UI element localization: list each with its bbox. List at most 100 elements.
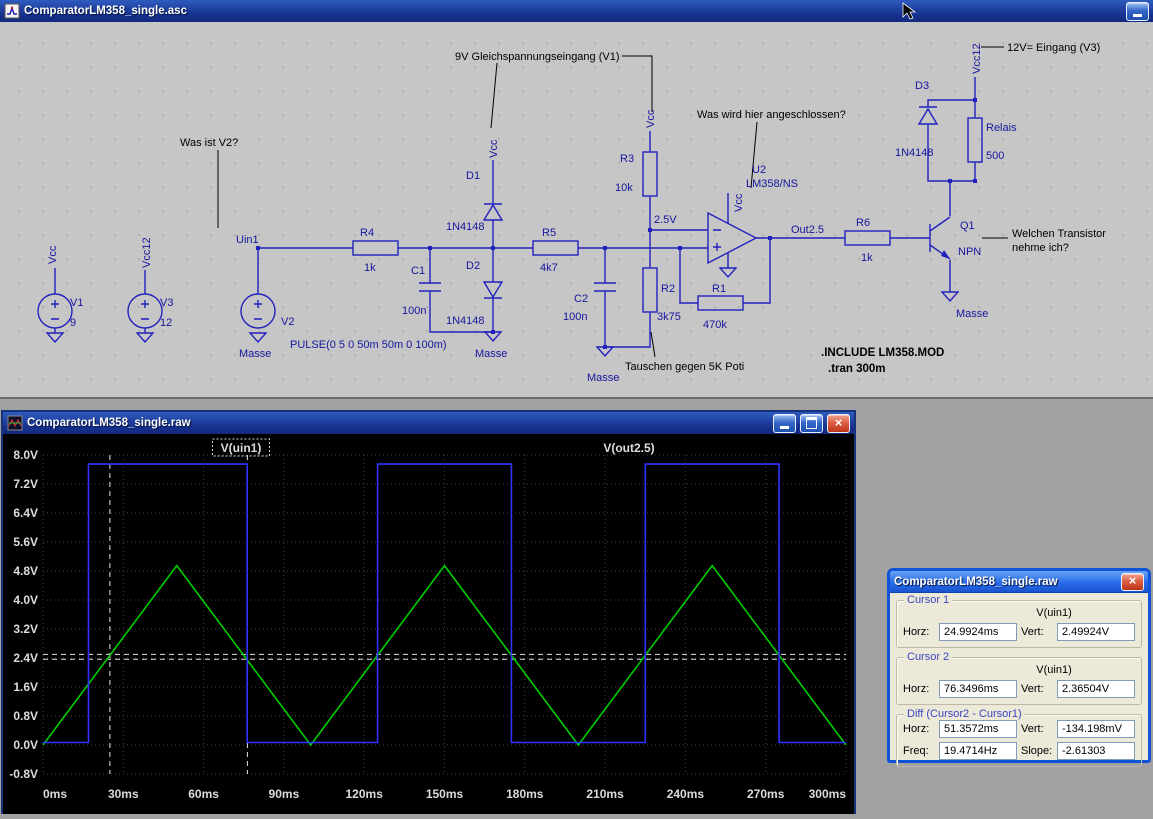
schematic-window: ComparatorLM358_single.asc (0, 0, 1153, 399)
cursor-group: Cursor 1V(uin1)Horz:24.9924msVert:2.4992… (896, 600, 1142, 648)
dialog-title: ComparatorLM358_single.raw (894, 576, 1117, 588)
resistor-r2[interactable] (643, 268, 657, 312)
schematic-label: R1 (712, 283, 726, 295)
field-label: Horz: (903, 723, 935, 735)
resistor-r4[interactable] (353, 241, 398, 255)
resistor-r1[interactable] (698, 296, 743, 310)
maximize-icon (806, 417, 817, 429)
field-label: Vert: (1021, 723, 1053, 735)
x-tick-label: 0ms (43, 787, 67, 801)
schematic-label: PULSE(0 5 0 50m 50m 0 100m) (290, 339, 447, 351)
transistor-q1[interactable] (930, 217, 950, 259)
waveform-plot-area[interactable]: 0ms30ms60ms90ms120ms150ms180ms210ms240ms… (3, 434, 854, 814)
x-tick-label: 60ms (188, 787, 219, 801)
schematic-label: U2 (752, 164, 766, 176)
schematic-label: R6 (856, 217, 870, 229)
schematic-label: Masse (239, 348, 271, 360)
field-label: Vert: (1021, 683, 1053, 695)
y-tick-label: 2.4V (13, 651, 38, 665)
y-tick-label: 1.6V (13, 680, 38, 694)
cursor-dialog-titlebar[interactable]: ComparatorLM358_single.raw × (890, 571, 1148, 593)
minimize-button[interactable] (773, 414, 796, 433)
schematic-label: Uin1 (236, 234, 259, 246)
resistor-r3[interactable] (643, 152, 657, 196)
schematic-label: 1N4148 (446, 221, 485, 233)
field-value[interactable]: -134.198mV (1057, 720, 1135, 738)
y-tick-label: 4.0V (13, 593, 38, 607)
minimize-button[interactable] (1126, 2, 1149, 21)
y-tick-label: 8.0V (13, 448, 38, 462)
y-tick-label: 6.4V (13, 506, 38, 520)
waveform-titlebar[interactable]: ComparatorLM358_single.raw × (3, 412, 854, 435)
legend-entry[interactable]: V(out2.5) (603, 441, 654, 455)
y-tick-label: 7.2V (13, 477, 38, 491)
schematic-label: V2 (281, 316, 294, 328)
close-icon: × (1129, 574, 1137, 587)
schematic-label: Q1 (960, 220, 975, 232)
y-tick-label: 0.0V (13, 738, 38, 752)
schematic-label: C1 (411, 265, 425, 277)
opamp-u2[interactable] (708, 213, 756, 263)
schematic-label: Masse (956, 308, 988, 320)
group-title: Diff (Cursor2 - Cursor1) (904, 708, 1025, 720)
schematic-label: 3k75 (657, 311, 681, 323)
cursor-signal-name: V(uin1) (897, 604, 1141, 621)
schematic-label: Vcc (733, 193, 745, 212)
capacitor-c1[interactable] (419, 283, 441, 291)
cursor-value-row: Freq:19.4714HzSlope:-2.61303 (897, 740, 1141, 762)
diode-d3[interactable] (919, 107, 937, 124)
ground-symbols[interactable] (47, 268, 958, 356)
schematic-label: 1k (364, 262, 376, 274)
cursor-dialog-body: Cursor 1V(uin1)Horz:24.9924msVert:2.4992… (890, 593, 1148, 780)
resistor-r6[interactable] (845, 231, 890, 245)
field-value[interactable]: -2.61303 (1057, 742, 1135, 760)
schematic-label: Vcc12 (141, 237, 153, 268)
voltage-source-v1[interactable] (38, 294, 72, 328)
capacitor-c2[interactable] (594, 283, 616, 291)
legend-entry[interactable]: V(uin1) (221, 441, 262, 455)
group-title: Cursor 2 (904, 651, 952, 663)
schematic-label: 100n (402, 305, 426, 317)
minimize-icon (780, 426, 789, 429)
x-tick-label: 240ms (667, 787, 705, 801)
maximize-button[interactable] (800, 414, 823, 433)
schematic-label: R3 (620, 153, 634, 165)
schematic-label: D3 (915, 80, 929, 92)
schematic-label: 12 (160, 317, 172, 329)
schematic-label: 1k (861, 252, 873, 264)
y-tick-label: 3.2V (13, 622, 38, 636)
resistor-relais[interactable] (968, 118, 982, 162)
voltage-source-v2[interactable] (241, 294, 275, 328)
schematic-labels: VccVcc12V19V312Uin1V2MassePULSE(0 5 0 50… (47, 42, 1106, 384)
schematic-canvas[interactable]: VccVcc12V19V312Uin1V2MassePULSE(0 5 0 50… (0, 22, 1153, 397)
close-button[interactable]: × (827, 414, 850, 433)
resistor-r5[interactable] (533, 241, 578, 255)
field-value[interactable]: 76.3496ms (939, 680, 1017, 698)
schematic-label: .tran 300m (828, 363, 886, 375)
schematic-label: C2 (574, 293, 588, 305)
schematic-label: V3 (160, 297, 173, 309)
diode-d2[interactable] (484, 282, 502, 298)
voltage-source-v3[interactable] (128, 294, 162, 328)
schematic-label: 12V= Eingang (V3) (1007, 42, 1100, 54)
field-value[interactable]: 19.4714Hz (939, 742, 1017, 760)
close-button[interactable]: × (1121, 573, 1144, 591)
schematic-label: 4k7 (540, 262, 558, 274)
schematic-label: 9V Gleichspannungseingang (V1) (455, 51, 620, 63)
cursor-group: Diff (Cursor2 - Cursor1)Horz:51.3572msVe… (896, 714, 1142, 767)
field-value[interactable]: 51.3572ms (939, 720, 1017, 738)
x-tick-label: 180ms (506, 787, 544, 801)
schematic-titlebar[interactable]: ComparatorLM358_single.asc (0, 0, 1153, 23)
schematic-label: Relais (986, 122, 1017, 134)
schematic-label: D2 (466, 260, 480, 272)
field-value[interactable]: 2.36504V (1057, 680, 1135, 698)
field-label: Slope: (1021, 745, 1053, 757)
field-value[interactable]: 2.49924V (1057, 623, 1135, 641)
schematic-label: Was wird hier angeschlossen? (697, 109, 846, 121)
cursor-dialog: ComparatorLM358_single.raw × Cursor 1V(u… (887, 568, 1151, 763)
diode-d1[interactable] (484, 204, 502, 220)
minimize-icon (1133, 14, 1142, 17)
y-tick-label: 4.8V (13, 564, 38, 578)
y-tick-label: -0.8V (9, 767, 38, 781)
field-value[interactable]: 24.9924ms (939, 623, 1017, 641)
